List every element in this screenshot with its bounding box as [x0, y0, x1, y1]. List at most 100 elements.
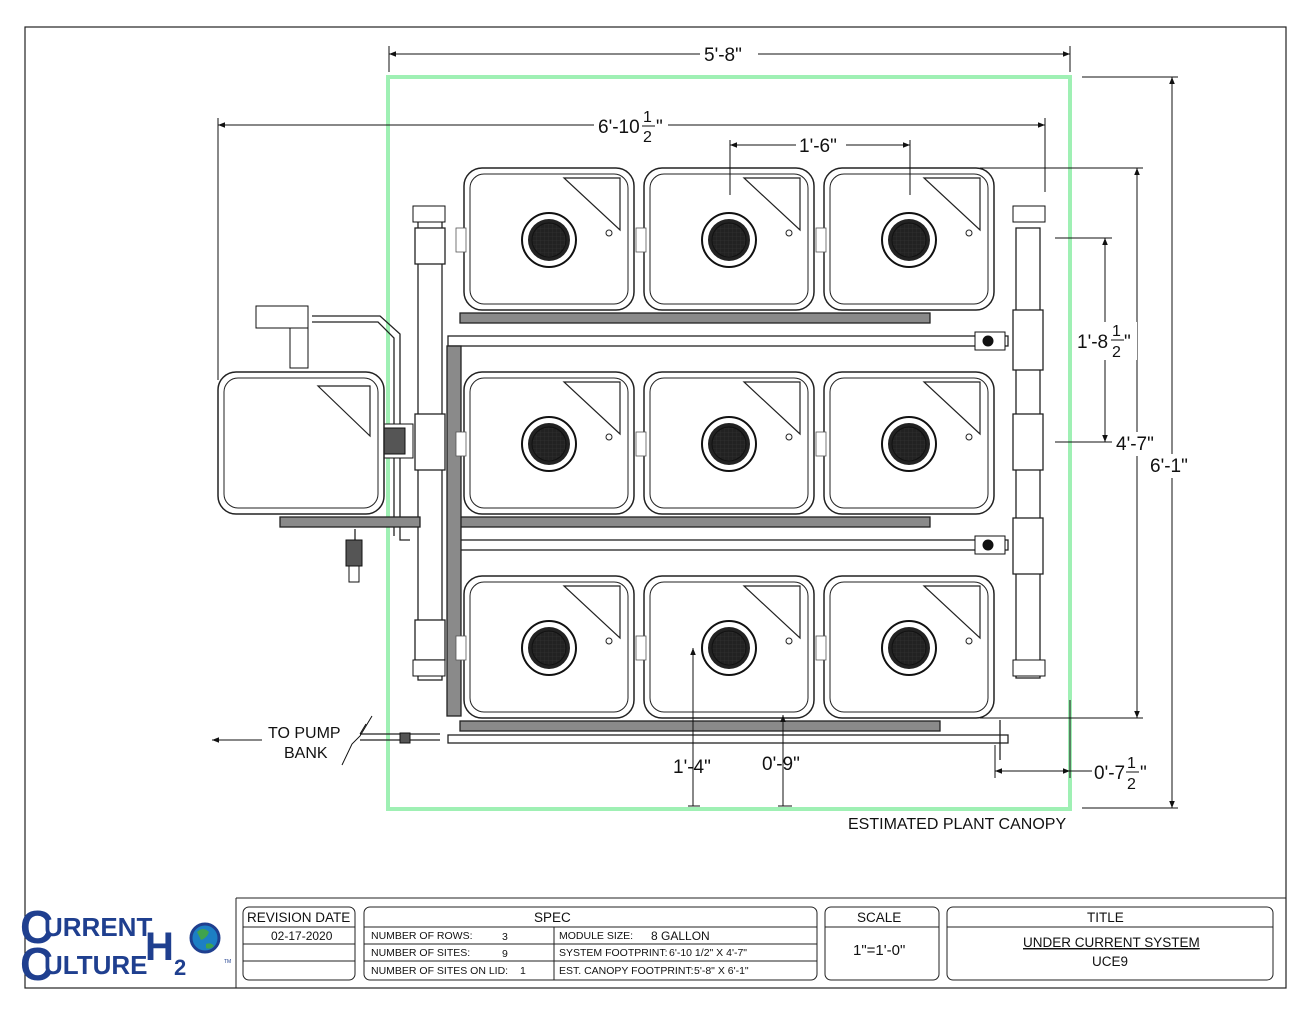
title-block	[235, 897, 1286, 988]
module-pin	[965, 433, 973, 441]
net-pot-mesh	[891, 222, 927, 258]
module-value: 8 GALLON	[651, 929, 710, 943]
module-connector	[815, 227, 827, 253]
module-lid-flap	[562, 177, 621, 232]
logo-word-current: URRENT	[44, 912, 152, 942]
module-pin	[605, 433, 613, 441]
canopy-annotation: ESTIMATED PLANT CANOPY	[848, 816, 1066, 833]
module-r2-c1	[455, 371, 635, 515]
module-pin	[785, 229, 793, 237]
system-depth-label: 4'-7"	[1116, 434, 1154, 455]
reservoir	[217, 371, 385, 515]
logo-initial-c2: C	[20, 938, 53, 990]
net-pot-mesh	[711, 630, 747, 666]
module-label: MODULE SIZE:	[559, 930, 633, 942]
module-inner	[829, 173, 989, 305]
rows-value: 3	[502, 931, 508, 943]
module-connector	[635, 227, 647, 253]
net-pot-mesh	[531, 222, 567, 258]
row-spacing-frac-den: 2	[1112, 344, 1121, 361]
footprint-label: SYSTEM FOOTPRINT:	[559, 947, 668, 959]
scale-header: SCALE	[857, 910, 901, 925]
return-offset-label: 0'-9"	[762, 754, 800, 775]
net-pot-mesh	[711, 222, 747, 258]
side-offset-frac-num: 1	[1127, 755, 1136, 772]
module-connector	[455, 227, 467, 253]
module-inner	[469, 173, 629, 305]
system-width-frac-den: 2	[643, 129, 652, 146]
side-offset-label: 0'-7	[1094, 763, 1125, 784]
row-spacing-frac-num: 1	[1112, 323, 1121, 340]
brand-logo: C URRENT C ULTURE H 2 TM	[20, 901, 231, 990]
canopy-footprint-label: EST. CANOPY FOOTPRINT:	[559, 965, 694, 977]
module-pin	[965, 229, 973, 237]
scale-value: 1"=1'-0"	[853, 942, 905, 959]
module-pin	[965, 637, 973, 645]
globe-icon	[189, 922, 221, 954]
module-r3-c2	[635, 575, 815, 719]
canopy-footprint-value: 5'-8" X 6'-1"	[694, 965, 749, 977]
module-connector	[635, 635, 647, 661]
system-width-frac-num: 1	[643, 109, 652, 126]
spec-header: SPEC	[534, 910, 571, 925]
module-r3-c1	[455, 575, 635, 719]
plumbing	[279, 219, 1044, 760]
revision-date: 02-17-2020	[271, 929, 333, 943]
module-pin	[605, 637, 613, 645]
title-block-text: REVISION DATE 02-17-2020 SPEC NUMBER OF …	[247, 910, 1200, 977]
module-lid-flap	[742, 177, 801, 232]
title-code: UCE9	[1092, 954, 1128, 969]
module-grid	[455, 167, 995, 719]
module-lid-flap	[922, 381, 981, 436]
module-pin	[605, 229, 613, 237]
module-r1-c2	[635, 167, 815, 311]
rows-label: NUMBER OF ROWS:	[371, 930, 473, 942]
sites-label: NUMBER OF SITES:	[371, 947, 470, 959]
module-r1-c3	[815, 167, 995, 311]
footprint-value: 6'-10 1/2" X 4'-7"	[669, 947, 747, 959]
row-spacing-label: 1'-8	[1077, 332, 1108, 353]
module-lid-flap	[742, 381, 801, 436]
module-connector	[815, 635, 827, 661]
logo-2: 2	[174, 955, 186, 980]
module-inner	[469, 377, 629, 509]
net-pot-mesh	[531, 426, 567, 462]
side-offset-inch: "	[1140, 763, 1147, 784]
module-connector	[635, 431, 647, 457]
canopy-width-label: 5'-8"	[704, 45, 742, 66]
module-inner	[649, 173, 809, 305]
title-header: TITLE	[1087, 910, 1124, 925]
module-inner	[829, 581, 989, 713]
net-pot-mesh	[891, 426, 927, 462]
canopy-depth-label: 6'-1"	[1150, 456, 1188, 477]
module-r1-c1	[455, 167, 635, 311]
module-connector	[815, 431, 827, 457]
module-connector	[455, 635, 467, 661]
logo-tm: TM	[224, 959, 231, 965]
side-offset-frac-den: 2	[1127, 776, 1136, 793]
module-lid-flap	[562, 585, 621, 640]
net-pot-mesh	[891, 630, 927, 666]
module-connector	[455, 431, 467, 457]
logo-initial-c1: C	[20, 901, 53, 953]
module-inner	[649, 581, 809, 713]
module-lid-flap	[562, 381, 621, 436]
logo-word-culture: ULTURE	[44, 950, 148, 980]
net-pot-mesh	[531, 630, 567, 666]
module-lid-flap	[742, 585, 801, 640]
bottom-offset-label: 1'-4"	[673, 757, 711, 778]
system-width-inch: "	[656, 117, 663, 138]
module-r2-c3	[815, 371, 995, 515]
pump-label-line1: TO PUMP	[268, 725, 341, 742]
module-lid-flap	[922, 177, 981, 232]
lid-value: 1	[520, 965, 526, 977]
revision-header: REVISION DATE	[247, 910, 350, 925]
module-r2-c2	[635, 371, 815, 515]
module-inner	[649, 377, 809, 509]
row-spacing-inch: "	[1124, 332, 1131, 353]
module-r3-c3	[815, 575, 995, 719]
module-lid-flap	[922, 585, 981, 640]
module-inner	[829, 377, 989, 509]
net-pot-mesh	[711, 426, 747, 462]
